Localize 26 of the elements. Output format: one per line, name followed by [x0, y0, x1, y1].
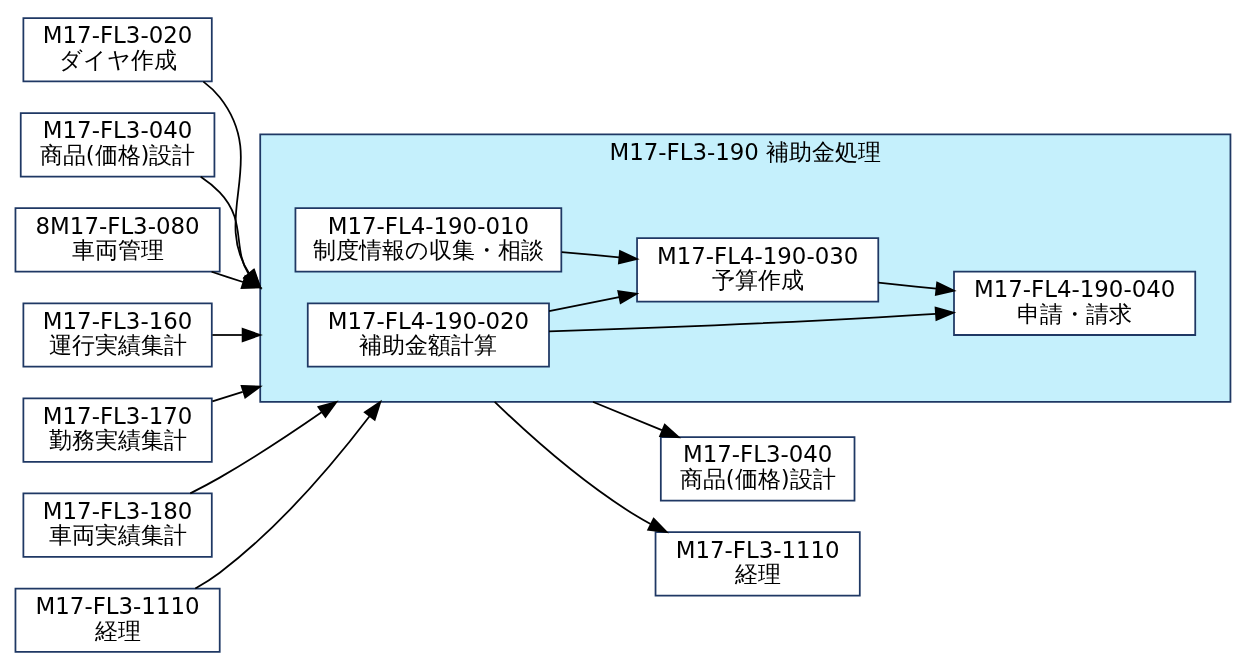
node-box: 8M17-FL3-080 車両管理 [14, 207, 221, 273]
node-box: M17-FL4-190-010 制度情報の収集・相談 [294, 207, 563, 273]
node-box: M17-FL3-170 勤務実績集計 [22, 397, 213, 463]
arrow [548, 290, 640, 313]
node-box: M17-FL3-040 商品(価格)設計 [659, 436, 856, 502]
node-box: M17-FL3-1110 経理 [14, 587, 221, 653]
node-box: M17-FL3-020 ダイヤ作成 [22, 17, 213, 83]
node-box: M17-FL4-190-020 補助金額計算 [306, 302, 550, 368]
arrow [194, 399, 382, 590]
arrow [211, 384, 263, 403]
node-box: M17-FL4-190-030 予算作成 [636, 237, 880, 303]
node-box: M17-FL3-180 車両実績集計 [22, 492, 213, 558]
arrow [877, 281, 957, 296]
arrow [548, 306, 957, 333]
node-box: M17-FL3-160 運行実績集計 [22, 302, 213, 368]
node-box: M17-FL3-1110 経理 [654, 531, 861, 597]
node-box: M17-FL4-190-040 申請・請求 [953, 270, 1197, 336]
arrow [210, 270, 263, 289]
arrow [189, 400, 339, 495]
arrow [202, 80, 262, 290]
arrow [592, 401, 682, 439]
arrow [560, 249, 640, 265]
arrow [493, 401, 670, 534]
arrow [211, 327, 263, 343]
arrow [199, 175, 262, 290]
node-box: M17-FL3-040 商品(価格)設計 [19, 112, 216, 178]
